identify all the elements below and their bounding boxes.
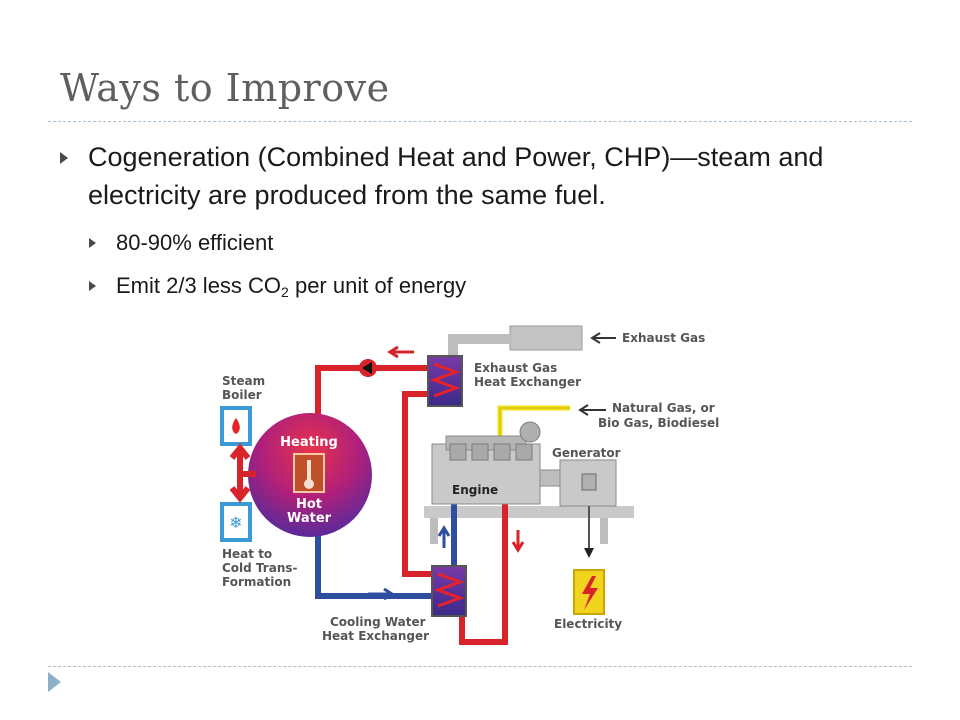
exhaust-pipe: [509, 325, 583, 351]
cold-water-loop: [315, 520, 432, 599]
natural-gas-label-1: Natural Gas, or: [612, 401, 715, 415]
footer-divider: [48, 666, 912, 667]
flow-arrow-icon: [387, 345, 414, 359]
slide-corner-arrow-icon: [48, 672, 61, 692]
cooling-hx-label-2: Heat Exchanger: [322, 629, 429, 643]
generator-label: Generator: [552, 446, 621, 460]
snowflake-icon: ❄: [229, 513, 242, 532]
sub-bullet-co2: Emit 2/3 less CO2 per unit of energy: [116, 273, 466, 300]
title-divider: [48, 121, 912, 122]
cold-transformation-icon: [220, 502, 252, 542]
co2-subscript: 2: [281, 284, 289, 300]
sub-bullet-efficiency: 80-90% efficient: [116, 230, 274, 255]
electricity-label: Electricity: [554, 617, 622, 631]
heat-cold-label-2: Cold Trans-: [222, 561, 298, 575]
cooling-heat-exchanger: [431, 565, 467, 617]
generator-unit: [559, 459, 617, 507]
main-bullet-text: Cogeneration (Combined Heat and Power, C…: [88, 142, 824, 210]
exhaust-hx-label-1: Exhaust Gas: [474, 361, 557, 375]
slide-title: Ways to Improve: [60, 66, 390, 110]
steam-boiler-label-1: Steam: [222, 374, 265, 388]
sub-bullet-arrow-icon: [89, 281, 96, 291]
heat-cold-label-1: Heat to: [222, 547, 272, 561]
natural-gas-label-2: Bio Gas, Biodiesel: [598, 416, 719, 430]
co2-text-post: per unit of energy: [288, 273, 467, 298]
water-label: Water: [287, 511, 332, 526]
exhaust-gas-label: Exhaust Gas: [622, 331, 705, 345]
steam-boiler-label-2: Boiler: [222, 388, 262, 402]
base-plate: [424, 506, 634, 518]
sub-bullet-arrow-icon: [89, 238, 96, 248]
co2-text-pre: Emit 2/3 less CO: [116, 273, 282, 298]
cogeneration-diagram: Engine Heating Hot Water ❄ Steam Boiler …: [220, 325, 719, 645]
cooling-hx-label-1: Cooling Water: [330, 615, 426, 629]
exhaust-hx-label-2: Heat Exchanger: [474, 375, 581, 389]
heating-label: Heating: [280, 435, 338, 450]
engine-block: [431, 421, 561, 505]
engine-label: Engine: [452, 483, 498, 497]
heat-cold-label-3: Formation: [222, 575, 291, 589]
bullet-arrow-icon: [60, 152, 68, 164]
hot-label: Hot: [296, 497, 322, 512]
